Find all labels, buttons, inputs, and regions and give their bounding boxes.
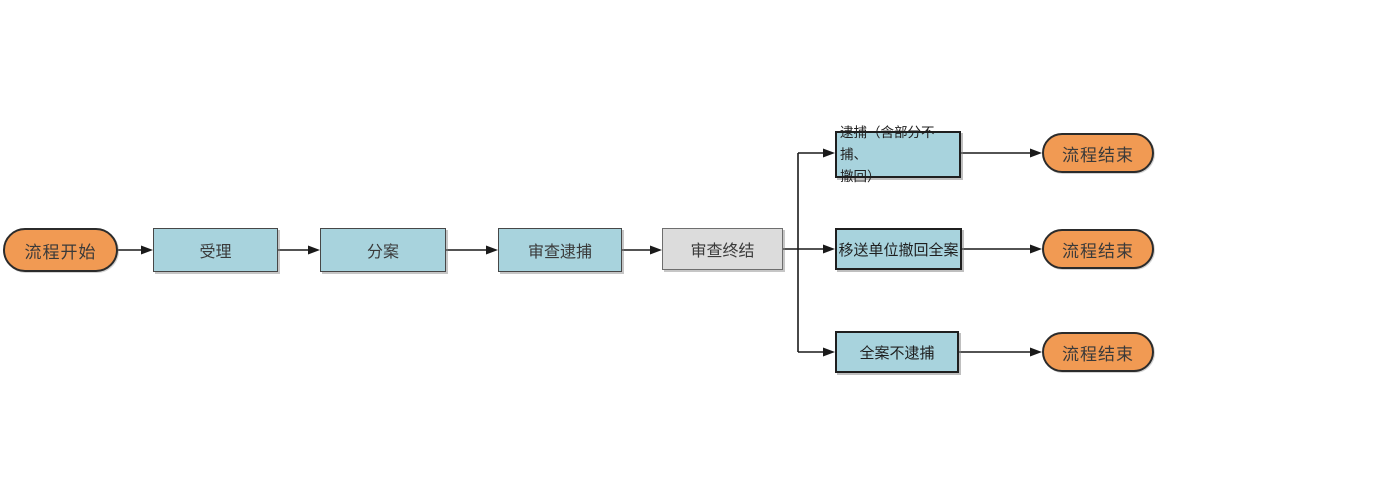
- flow-node-outcome-transfer-withdraw[interactable]: 移送单位撤回全案: [835, 228, 962, 270]
- flow-node-label: 审查终结: [690, 241, 755, 260]
- flow-node-label: 流程结束: [1062, 241, 1134, 262]
- flow-node-label: 流程结束: [1062, 344, 1134, 365]
- flow-node-review-arrest[interactable]: 审查逮捕: [498, 228, 622, 272]
- arrowhead-icon: [1030, 244, 1042, 254]
- flow-node-label: 流程开始: [24, 242, 97, 263]
- arrowhead-icon: [308, 245, 320, 255]
- arrowhead-icon: [823, 148, 835, 158]
- arrowhead-icon: [823, 347, 835, 357]
- flow-node-start[interactable]: 流程开始: [3, 228, 118, 272]
- arrowhead-icon: [650, 245, 662, 255]
- flow-node-outcome-no-arrest[interactable]: 全案不逮捕: [835, 331, 959, 373]
- flow-node-label: 移送单位撤回全案: [838, 240, 959, 259]
- arrowhead-icon: [1030, 347, 1042, 357]
- flow-node-label: 分案: [366, 242, 399, 261]
- flow-node-end-3[interactable]: 流程结束: [1042, 332, 1154, 372]
- arrowhead-icon: [141, 245, 153, 255]
- flow-node-label: 逮捕（含部分不捕、 撤回）: [840, 124, 935, 185]
- flow-node-assign[interactable]: 分案: [320, 228, 446, 272]
- flow-node-outcome-arrest[interactable]: 逮捕（含部分不捕、 撤回）: [835, 125, 961, 185]
- arrowhead-icon: [1030, 148, 1042, 158]
- flow-node-end-1[interactable]: 流程结束: [1042, 133, 1154, 173]
- flow-node-review-conclude[interactable]: 审查终结: [662, 228, 783, 270]
- flow-node-label: 受理: [199, 242, 232, 261]
- flow-node-accept[interactable]: 受理: [153, 228, 278, 272]
- flow-node-label: 全案不逮捕: [859, 343, 935, 362]
- arrowhead-icon: [486, 245, 498, 255]
- flow-node-label: 审查逮捕: [527, 242, 592, 261]
- flow-node-label: 流程结束: [1062, 145, 1134, 166]
- arrowhead-icon: [823, 244, 835, 254]
- flow-node-end-2[interactable]: 流程结束: [1042, 229, 1154, 269]
